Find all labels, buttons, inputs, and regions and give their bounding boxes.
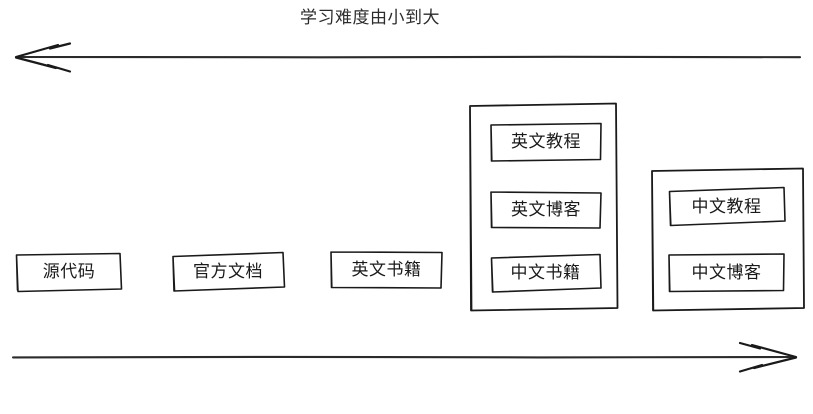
node-label: 源代码 <box>42 262 96 282</box>
node-english-tutorials[interactable]: 英文教程 <box>489 122 603 163</box>
node-label: 中文教程 <box>691 196 762 217</box>
node-source-code[interactable]: 源代码 <box>15 252 123 293</box>
sketch-box-outline <box>15 252 123 293</box>
sketch-box-outline <box>490 191 602 229</box>
sketch-box-outline <box>668 186 786 227</box>
sketch-box-outline <box>330 251 443 289</box>
node-chinese-blogs[interactable]: 中文博客 <box>667 252 786 294</box>
node-label: 英文博客 <box>511 200 581 220</box>
bottom-axis-arrow <box>11 341 798 373</box>
sketch-box-outline <box>668 253 785 293</box>
node-english-books[interactable]: 英文书籍 <box>329 250 444 291</box>
node-chinese-books[interactable]: 中文书籍 <box>489 253 602 294</box>
sketch-box-outline <box>172 251 286 292</box>
sketch-box-outline <box>490 253 602 293</box>
node-label: 英文教程 <box>511 132 581 152</box>
node-chinese-tutorials[interactable]: 中文教程 <box>667 186 786 228</box>
node-label: 英文书籍 <box>351 260 422 280</box>
node-official-docs[interactable]: 官方文档 <box>170 251 286 293</box>
node-label: 官方文档 <box>193 261 263 282</box>
top-axis-arrow <box>14 42 802 73</box>
sketch-box-outline <box>490 122 602 162</box>
top-axis-label: 学习难度由小到大 <box>300 8 440 28</box>
node-label: 中文博客 <box>691 262 762 283</box>
node-label: 中文书籍 <box>510 263 581 283</box>
node-english-blogs[interactable]: 英文博客 <box>489 190 603 231</box>
